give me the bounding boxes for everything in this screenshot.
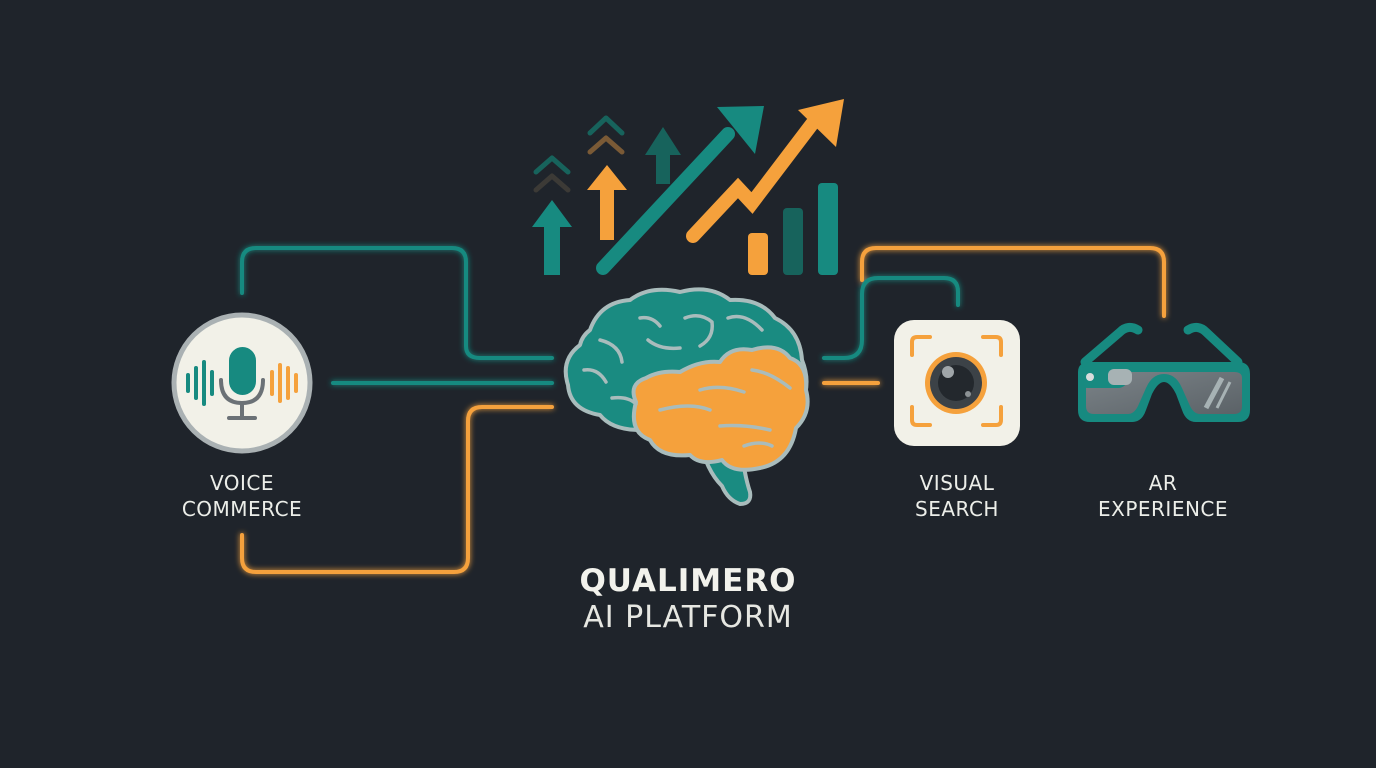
ar-label-line2: EXPERIENCE (1097, 497, 1229, 521)
voice-label-line1: VOICE (209, 471, 275, 495)
connector-orange-top (860, 246, 1166, 318)
platform-title: QUALIMERO AI PLATFORM (488, 562, 888, 636)
connector-lines-left (240, 246, 554, 574)
voice-label-line2: COMMERCE (181, 497, 303, 521)
connector-teal-upper (822, 276, 960, 360)
connector-lines-right (822, 246, 1166, 385)
connector-teal-top (240, 246, 554, 360)
feature-label-visual-search: VISUAL SEARCH (857, 470, 1057, 522)
microphone-icon (171, 312, 313, 454)
platform-subtitle: AI PLATFORM (583, 600, 793, 635)
brain-icon (563, 287, 810, 506)
visual-label-line2: SEARCH (915, 497, 999, 521)
feature-label-voice-commerce: VOICE COMMERCE (142, 470, 342, 522)
ar-label-line1: AR (1148, 471, 1178, 495)
camera-lens-icon (894, 320, 1020, 446)
feature-label-ar-experience: AR EXPERIENCE (1063, 470, 1263, 522)
connector-orange-bottom (240, 405, 554, 574)
visual-label-line1: VISUAL (919, 471, 995, 495)
growth-arrows-icon (532, 99, 844, 275)
ar-glasses-icon (1078, 322, 1250, 422)
platform-name: QUALIMERO (579, 563, 797, 599)
